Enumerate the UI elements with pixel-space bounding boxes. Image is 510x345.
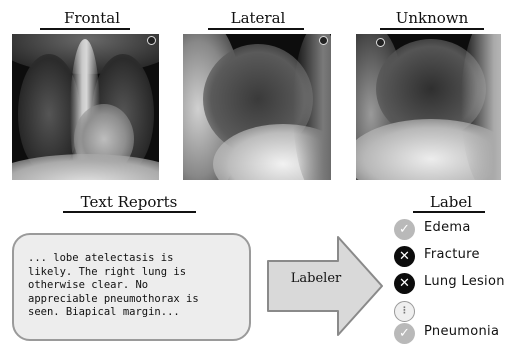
label-name: Lung Lesion [424, 274, 505, 289]
check-icon: ✓ [394, 219, 415, 240]
text-reports-underline [63, 211, 196, 213]
orientation-marker-icon [147, 36, 156, 45]
label-item-edema: ✓ Edema [394, 219, 510, 241]
label-item-lung-lesion: ✕ Lung Lesion [394, 273, 510, 295]
frontal-header: Frontal [40, 9, 144, 27]
text-reports-header: Text Reports [60, 193, 198, 211]
unknown-header: Unknown [376, 9, 488, 27]
label-item-pneumonia: ✓ Pneumonia [394, 323, 510, 345]
unknown-xray-image [356, 34, 501, 180]
cross-icon: ✕ [394, 273, 415, 294]
label-underline [413, 211, 485, 213]
unknown-underline [380, 28, 484, 30]
labeler-arrow [266, 235, 386, 337]
report-text: ... lobe atelectasis is likely. The righ… [28, 252, 250, 320]
ellipsis-icon: ⋮ [394, 301, 415, 322]
lateral-underline [208, 28, 304, 30]
label-item-uncertain: ⋮ [394, 301, 510, 323]
orientation-marker-icon [376, 38, 385, 47]
label-item-fracture: ✕ Fracture [394, 246, 510, 268]
label-name: Pneumonia [424, 324, 499, 339]
cross-icon: ✕ [394, 246, 415, 267]
report-box: ... lobe atelectasis is likely. The righ… [12, 233, 251, 341]
label-header: Label [413, 193, 489, 211]
frontal-underline [40, 28, 130, 30]
lateral-header: Lateral [205, 9, 311, 27]
labeler-label: Labeler [270, 271, 362, 286]
frontal-xray-image [12, 34, 159, 180]
label-name: Edema [424, 220, 471, 235]
label-name: Fracture [424, 247, 480, 262]
orientation-marker-icon [319, 36, 328, 45]
lateral-xray-image [183, 34, 331, 180]
check-icon: ✓ [394, 323, 415, 344]
